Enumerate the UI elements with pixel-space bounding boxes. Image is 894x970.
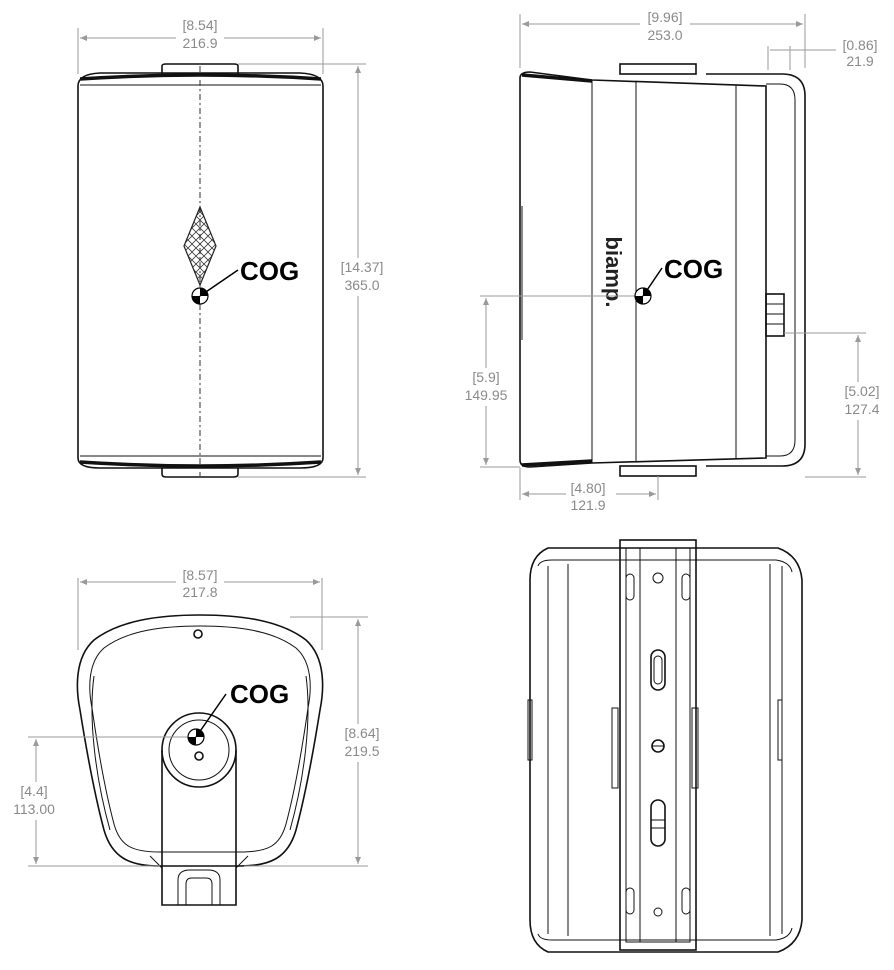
side-cog-label: COG — [664, 254, 723, 284]
top-cog-offset-mm: 113.00 — [13, 801, 55, 817]
front-cog-label: COG — [240, 256, 299, 286]
side-top-knob — [619, 63, 697, 75]
top-bracket-boss — [161, 712, 237, 788]
front-height-inch: [14.37] — [341, 259, 384, 275]
side-cog-depth-mm: 121.9 — [570, 497, 605, 513]
side-cog-height-mm: 149.95 — [465, 387, 508, 403]
top-view: [8.57] 217.8 [8.64] 219.5 [4.4] 113.00 — [4, 566, 386, 906]
rear-body-outline — [529, 547, 803, 953]
side-brand-logo: biamp. — [601, 237, 626, 308]
top-depth-inch: [8.64] — [344, 725, 379, 741]
side-cog-symbol — [634, 267, 663, 305]
front-body-outline — [77, 72, 324, 469]
top-width-mm: 217.8 — [182, 584, 217, 600]
side-bracket-height-inch: [5.02] — [844, 383, 879, 399]
top-width-inch: [8.57] — [182, 567, 217, 583]
front-view: [8.54] 216.9 [14.37] 365.0 COG — [77, 14, 386, 478]
rear-bracket-plate — [619, 539, 697, 951]
front-width-inch: [8.54] — [182, 17, 217, 33]
front-height-mm: 365.0 — [344, 277, 379, 293]
top-cog-label: COG — [230, 679, 289, 709]
front-top-knob — [161, 63, 239, 74]
top-body-outline — [76, 614, 324, 867]
rear-view — [527, 539, 803, 953]
top-cog-offset-inch: [4.4] — [20, 783, 47, 799]
side-cable-gland — [765, 293, 785, 337]
front-width-mm: 216.9 — [182, 35, 217, 51]
side-bracket-mm: 21.9 — [846, 53, 873, 69]
front-cog-symbol — [191, 269, 239, 305]
rear-keyhole-upper — [650, 649, 666, 691]
side-cog-depth-inch: [4.80] — [570, 480, 605, 496]
side-bracket-inch: [0.86] — [842, 37, 877, 53]
side-bottom-knob — [619, 465, 697, 477]
side-cog-height-inch: [5.9] — [472, 369, 499, 385]
side-wall-bracket — [706, 73, 806, 467]
side-view: [9.96] 253.0 [0.86] 21.9 biamp. — [456, 6, 888, 514]
rear-keyhole-lower — [650, 799, 666, 847]
top-depth-mm: 219.5 — [344, 743, 379, 759]
top-bracket-arm — [161, 750, 237, 906]
front-grille-diamond — [183, 205, 217, 287]
side-body-outline — [519, 71, 767, 468]
front-bottom-knob — [161, 468, 239, 478]
side-depth-inch: [9.96] — [647, 9, 682, 25]
top-cog-symbol — [187, 693, 227, 746]
side-bracket-height-mm: 127.4 — [844, 401, 879, 417]
top-screw-hole — [193, 629, 203, 639]
side-depth-mm: 253.0 — [647, 27, 682, 43]
